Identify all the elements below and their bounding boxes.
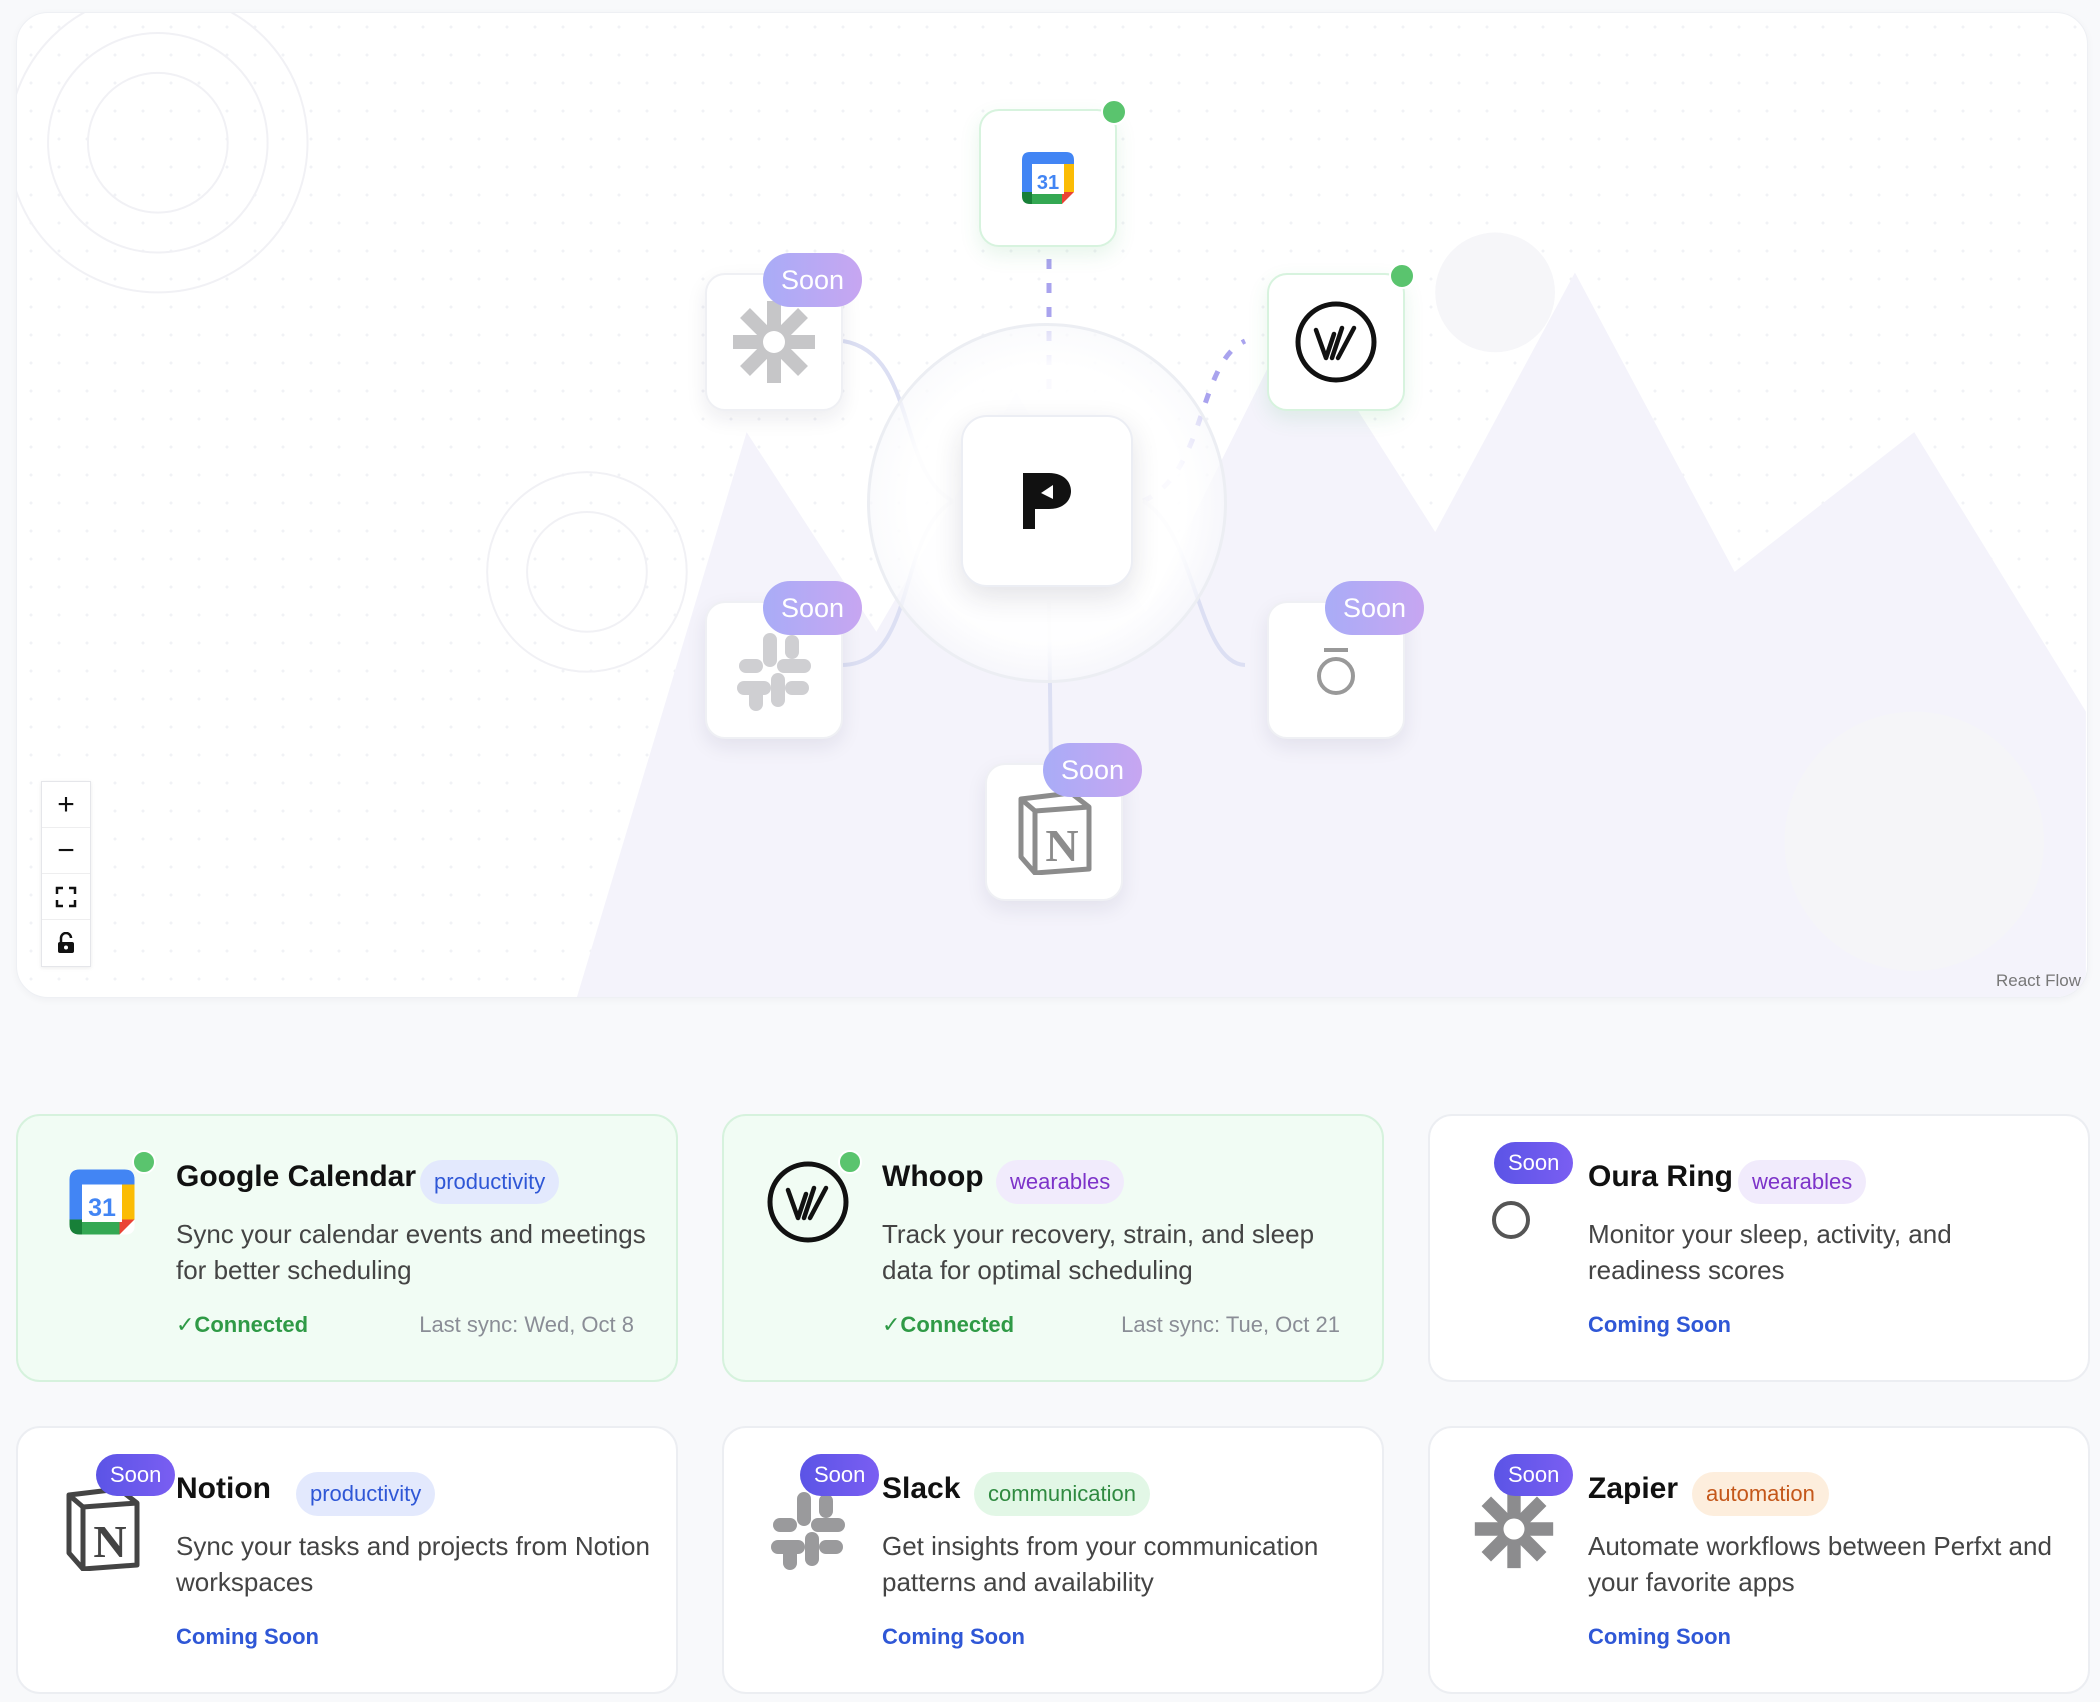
soon-badge: Soon — [763, 581, 863, 635]
google-calendar-icon: 31 — [69, 1169, 135, 1235]
card-title: Whoop — [882, 1160, 984, 1193]
node-zapier[interactable]: Soon — [705, 253, 863, 411]
fit-view-icon — [55, 886, 77, 907]
whoop-icon — [767, 1161, 849, 1243]
svg-text:N: N — [93, 1516, 126, 1567]
lock-icon — [58, 932, 74, 953]
calendar-day-number: 31 — [1037, 172, 1059, 194]
integration-card-whoop[interactable]: Whoop wearables Track your recovery, str… — [722, 1114, 1384, 1382]
category-tag: communication — [974, 1472, 1150, 1516]
react-flow-attribution[interactable]: React Flow — [1995, 971, 2081, 990]
plus-icon: + — [57, 787, 75, 821]
connected-status: ✓Connected — [176, 1312, 309, 1337]
category-tag: wearables — [996, 1160, 1125, 1204]
card-icon-wrapper: N Soon — [58, 1454, 176, 1571]
zoom-in-button[interactable]: + — [42, 782, 90, 828]
whoop-icon — [1295, 301, 1377, 383]
connected-status-dot — [1101, 99, 1127, 125]
integration-flow-canvas[interactable]: 31 Soon — [16, 12, 2088, 998]
zoom-out-button[interactable]: − — [42, 828, 90, 874]
soon-badge: Soon — [1043, 743, 1143, 797]
card-icon-wrapper: 31 — [58, 1150, 156, 1246]
soon-badge: Soon — [1325, 581, 1425, 635]
last-sync-text: Last sync: Tue, Oct 21 — [1121, 1312, 1340, 1337]
card-title: Slack — [882, 1472, 961, 1505]
coming-soon-text: Coming Soon — [882, 1624, 1025, 1649]
calendar-day-number: 31 — [88, 1194, 116, 1222]
card-description: Sync your calendar events and meetings f… — [176, 1219, 646, 1285]
coming-soon-text: Coming Soon — [176, 1624, 319, 1649]
category-tag: wearables — [1738, 1160, 1867, 1204]
card-title: Google Calendar — [176, 1160, 417, 1193]
card-title: Oura Ring — [1588, 1160, 1734, 1193]
category-tag: automation — [1692, 1472, 1829, 1516]
card-description: Monitor your sleep, activity, and readin… — [1588, 1219, 1952, 1285]
node-oura[interactable]: Soon — [1267, 581, 1425, 739]
integration-card-oura-ring[interactable]: Soon Oura Ring wearables Monitor your sl… — [1428, 1114, 2090, 1382]
card-icon-wrapper: Soon — [1470, 1142, 1574, 1246]
category-tag: productivity — [420, 1160, 560, 1204]
card-description: Get insights from your communication pat… — [882, 1531, 1319, 1597]
integration-card-google-calendar[interactable]: 31 Google Calendar productivity Sync you… — [16, 1114, 678, 1382]
card-title: Notion — [176, 1472, 271, 1505]
oura-ring-icon — [1492, 1201, 1530, 1239]
node-whoop[interactable] — [1267, 263, 1415, 411]
integration-card-notion[interactable]: N Soon Notion productivity Sync your tas… — [16, 1426, 678, 1694]
last-sync-text: Last sync: Wed, Oct 8 — [419, 1312, 634, 1337]
center-node-perfxt[interactable] — [961, 415, 1133, 587]
card-description: Track your recovery, strain, and sleep d… — [882, 1219, 1315, 1285]
slack-icon — [737, 633, 811, 711]
card-description: Sync your tasks and projects from Notion… — [176, 1531, 650, 1597]
connected-status: ✓Connected — [882, 1312, 1015, 1337]
perfxt-logo-icon — [1023, 473, 1071, 529]
notion-icon: N — [66, 1486, 140, 1571]
lock-button[interactable] — [42, 920, 90, 966]
zapier-icon — [1474, 1489, 1554, 1569]
card-description: Automate workflows between Perfxt and yo… — [1588, 1531, 2052, 1597]
connected-status-dot — [132, 1150, 156, 1174]
category-tag: productivity — [296, 1472, 436, 1516]
node-google-calendar[interactable]: 31 — [979, 99, 1127, 247]
connected-status-dot — [1389, 263, 1415, 289]
node-notion[interactable]: N Soon — [985, 743, 1143, 901]
integration-card-slack[interactable]: Soon Slack communication Get insights fr… — [722, 1426, 1384, 1694]
card-icon-wrapper — [764, 1150, 862, 1246]
soon-badge: Soon — [1494, 1142, 1574, 1184]
notion-icon: N — [1018, 790, 1092, 875]
card-icon-wrapper: Soon — [764, 1454, 880, 1570]
flow-controls: + − — [41, 781, 91, 967]
soon-badge: Soon — [763, 253, 863, 307]
connected-status-dot — [838, 1150, 862, 1174]
integration-card-zapier[interactable]: Soon Zapier automation Automate workflow… — [1428, 1426, 2090, 1694]
fit-view-button[interactable] — [42, 874, 90, 920]
card-title: Zapier — [1588, 1472, 1679, 1505]
slack-icon — [771, 1492, 845, 1570]
soon-badge: Soon — [1494, 1454, 1574, 1496]
coming-soon-text: Coming Soon — [1588, 1312, 1731, 1337]
coming-soon-text: Coming Soon — [1588, 1624, 1731, 1649]
zapier-icon — [733, 301, 815, 383]
soon-badge: Soon — [96, 1454, 176, 1496]
svg-text:N: N — [1045, 820, 1078, 871]
node-slack[interactable]: Soon — [705, 581, 863, 739]
oura-ring-icon — [1317, 648, 1355, 695]
card-icon-wrapper: Soon — [1470, 1454, 1574, 1569]
google-calendar-icon: 31 — [1022, 152, 1074, 204]
minus-icon: − — [57, 833, 75, 867]
soon-badge: Soon — [800, 1454, 880, 1496]
